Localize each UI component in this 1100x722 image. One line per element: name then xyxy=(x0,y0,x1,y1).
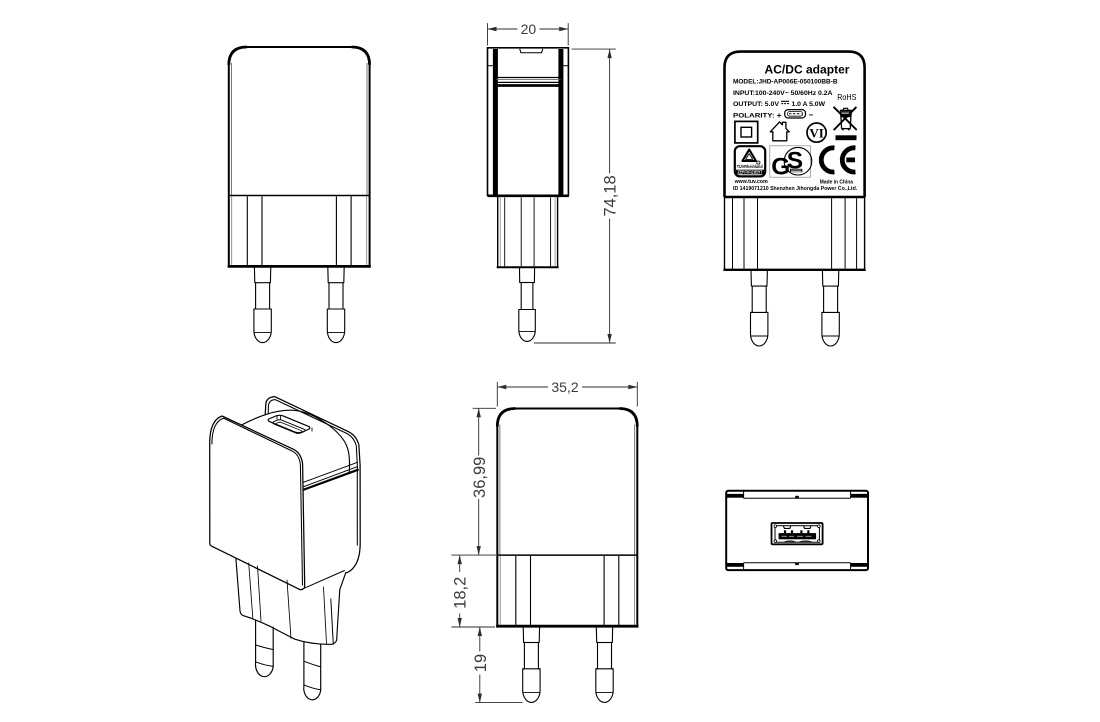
svg-text:ID 1419071210 Shenzhen Jihong: ID 1419071210 Shenzhen Jihongda Power Co… xyxy=(733,186,858,192)
svg-text:−: − xyxy=(809,111,814,120)
svg-text:INPUT:100-240V~ 50/60Hz 0.2A: INPUT:100-240V~ 50/60Hz 0.2A xyxy=(733,90,833,97)
svg-text:www.tuv.com: www.tuv.com xyxy=(734,179,768,185)
svg-text:19: 19 xyxy=(472,654,490,672)
svg-text:RoHS: RoHS xyxy=(837,93,857,102)
svg-text:1.0 A 5.0W: 1.0 A 5.0W xyxy=(792,101,827,108)
svg-text:G: G xyxy=(771,154,790,181)
svg-text:MODEL:JHD-AP006E-050100BB-B: MODEL:JHD-AP006E-050100BB-B xyxy=(733,79,838,86)
svg-text:36,99: 36,99 xyxy=(471,457,489,498)
svg-text:20: 20 xyxy=(521,21,537,37)
svg-text:POLARITY:: POLARITY: xyxy=(733,113,775,120)
svg-text:ZERTIFIZIERT: ZERTIFIZIERT xyxy=(737,170,762,175)
svg-text:AC/DC adapter: AC/DC adapter xyxy=(765,64,851,76)
svg-text:S: S xyxy=(787,148,803,175)
svg-text:TÜVRheinland: TÜVRheinland xyxy=(737,163,763,169)
svg-text:35,2: 35,2 xyxy=(551,379,578,395)
svg-text:OUTPUT: 5.0V: OUTPUT: 5.0V xyxy=(733,101,780,108)
svg-text:Made in China: Made in China xyxy=(820,180,854,186)
svg-text:74,18: 74,18 xyxy=(601,175,619,216)
svg-text:18,2: 18,2 xyxy=(452,577,470,609)
svg-text:+: + xyxy=(777,111,782,120)
svg-text:VI: VI xyxy=(809,125,823,140)
